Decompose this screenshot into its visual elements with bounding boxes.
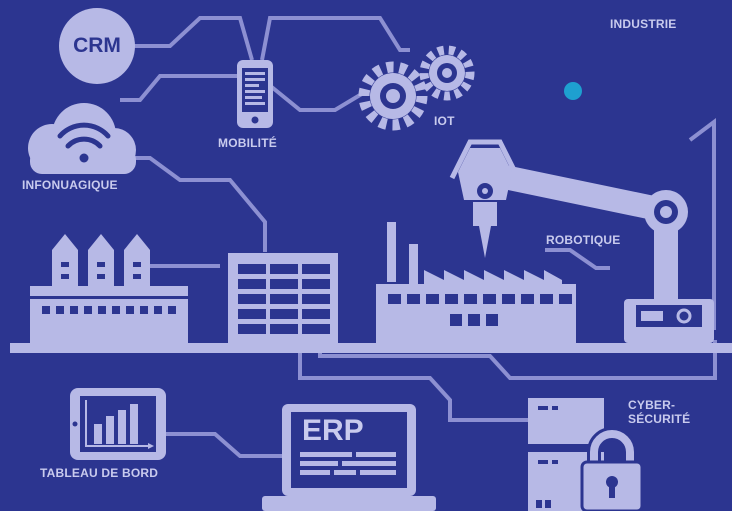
- accent-dot: [564, 82, 582, 100]
- line-mobile-cloud: [120, 74, 238, 102]
- line-robot-right: [688, 118, 716, 330]
- laptop-erp-icon: [262, 404, 436, 511]
- cloud-wifi-icon: [28, 103, 136, 174]
- robot-arm-icon: [449, 139, 714, 343]
- line-mobile-iot: [260, 16, 410, 61]
- crm-circle: [59, 8, 135, 84]
- line-robot: [318, 340, 717, 380]
- tablet-chart-icon: [70, 388, 166, 460]
- label-cybersecurite: CYBER- SÉCURITÉ: [628, 398, 690, 426]
- line-crm-mobile: [134, 16, 254, 61]
- label-industrie: INDUSTRIE: [610, 17, 677, 31]
- line-cyber: [298, 346, 530, 422]
- line-robotique: [545, 248, 610, 270]
- line-dashboard-erp: [160, 432, 282, 458]
- line-cloud-office: [130, 156, 267, 252]
- label-robotique: ROBOTIQUE: [546, 233, 621, 247]
- line-iot-mobile: [266, 82, 367, 112]
- label-cyber-line2: SÉCURITÉ: [628, 412, 691, 426]
- label-mobilite: MOBILITÉ: [218, 136, 277, 150]
- factory-icon: [376, 222, 576, 344]
- label-infonuagique: INFONUAGIQUE: [22, 178, 118, 192]
- label-iot: IOT: [434, 114, 455, 128]
- label-tableau-de-bord: TABLEAU DE BORD: [40, 466, 159, 480]
- mobile-phone-icon: [237, 60, 273, 128]
- gears-icon: [358, 45, 475, 131]
- label-crm: CRM: [73, 34, 121, 57]
- connector-lines: [120, 16, 717, 458]
- ground-line: [10, 343, 732, 353]
- server-lock-icon: [528, 398, 644, 511]
- plant-silos-icon: [30, 234, 188, 344]
- office-building-icon: [228, 253, 338, 344]
- label-erp: ERP: [302, 414, 364, 447]
- label-cyber-line1: CYBER-: [628, 398, 676, 412]
